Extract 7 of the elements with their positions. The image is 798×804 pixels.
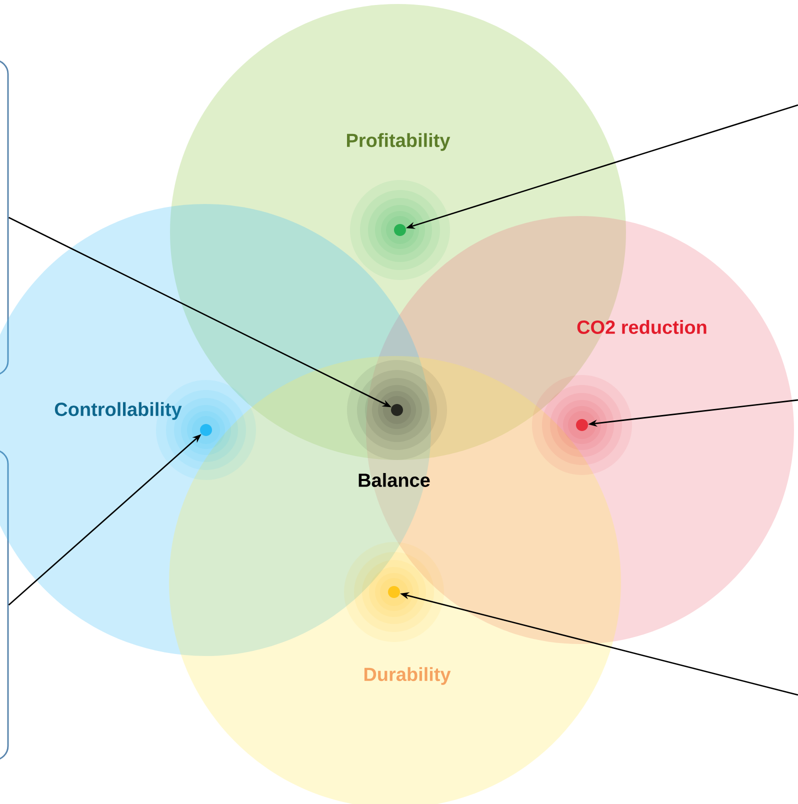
glow-spot: [532, 375, 632, 475]
glow-spot: [344, 542, 444, 642]
glow-spot: [347, 360, 447, 460]
center-label: Balance: [358, 473, 430, 487]
rounded-box: [0, 449, 9, 761]
rounded-box: [0, 59, 9, 376]
glow-spot: [350, 180, 450, 280]
